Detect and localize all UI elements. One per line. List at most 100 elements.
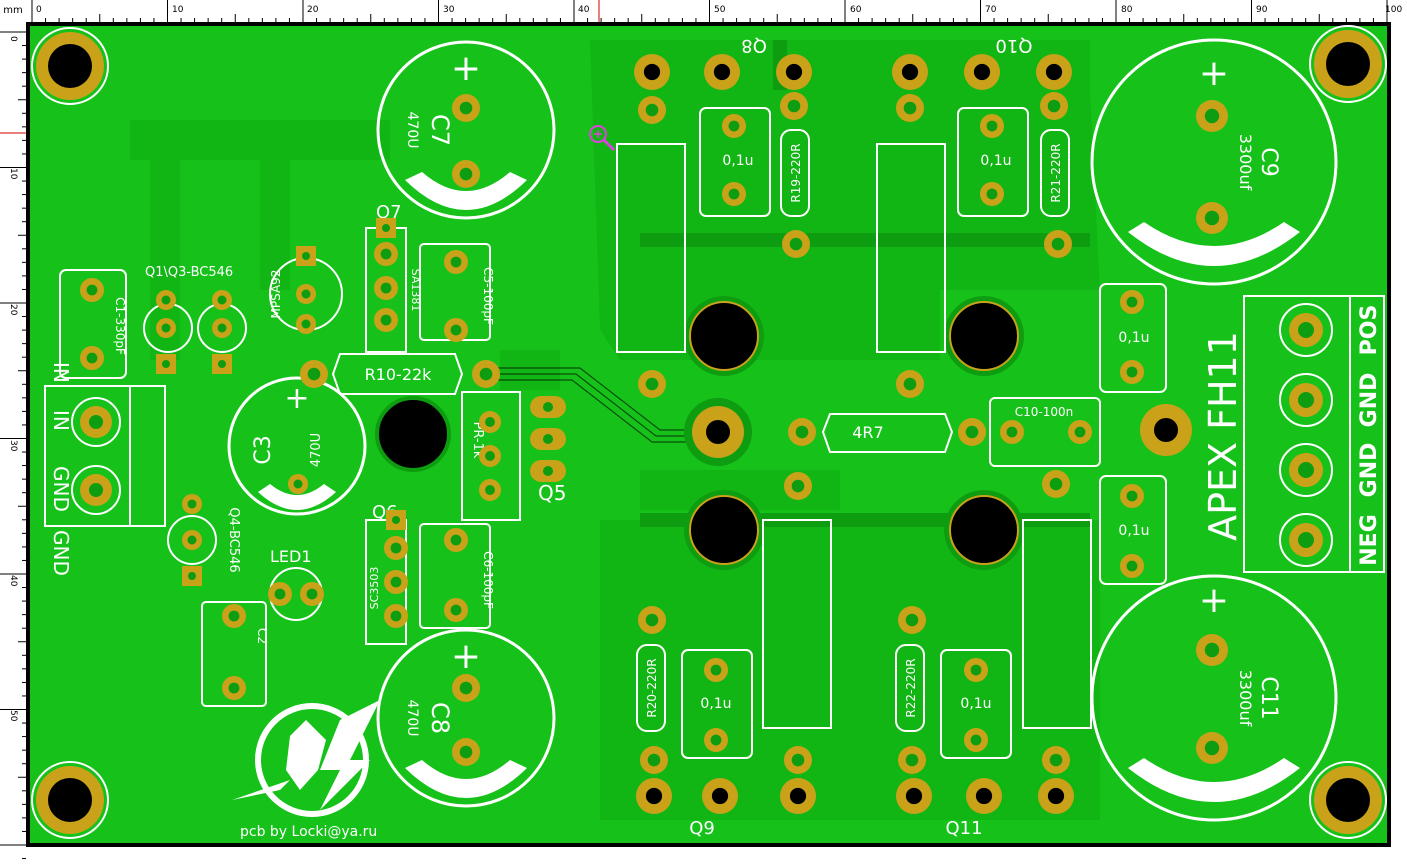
pad-hole xyxy=(711,787,729,805)
c7-plus: + xyxy=(451,48,481,89)
r10-label: R10-22k xyxy=(365,365,433,384)
mounting-holes xyxy=(31,25,1387,839)
pad-hole xyxy=(1204,108,1220,124)
ruler-label-0: 0 xyxy=(36,5,42,15)
pad-hole xyxy=(380,314,392,326)
pad-hole xyxy=(450,324,462,336)
c8-plus: + xyxy=(451,636,481,677)
pad-hole xyxy=(307,367,321,381)
ruler-label-30: 30 xyxy=(443,5,455,15)
pad-hole xyxy=(380,282,392,294)
component-pads[interactable] xyxy=(80,54,1228,814)
q4-label: Q4-BC546 xyxy=(226,507,241,572)
cap-label: 0,1u xyxy=(700,696,731,712)
capacitor-c7[interactable]: + C7 470U xyxy=(376,40,556,220)
pad-hole xyxy=(986,120,998,132)
fox-logo xyxy=(232,700,380,817)
pad-hole xyxy=(161,295,171,305)
pad-hole xyxy=(785,63,803,81)
pad-hole xyxy=(228,682,240,694)
pcb-board[interactable]: + C7 470U + C8 470U + C3 470U + C9 3300u… xyxy=(26,22,1407,863)
pad-hole xyxy=(450,604,462,616)
mount-hole-br xyxy=(1309,761,1387,839)
pad-hole xyxy=(459,167,473,181)
c3-plus: + xyxy=(284,381,309,416)
ruler-label-70: 70 xyxy=(985,5,997,15)
c11-value: 3300uf xyxy=(1236,670,1255,727)
pad-hole xyxy=(382,224,390,232)
cap-label: 0,1u xyxy=(722,153,753,169)
ruler-left-label-30: 30 xyxy=(8,440,18,452)
pad-hole xyxy=(1047,787,1065,805)
ruler-left-label-40: 40 xyxy=(8,575,18,587)
pad-hole xyxy=(392,516,400,524)
board-title: APEX FH11 xyxy=(1201,331,1245,541)
pad-hole xyxy=(1126,366,1138,378)
pad-hole xyxy=(647,753,661,767)
pad-hole xyxy=(459,101,473,115)
pad-hole xyxy=(274,588,286,600)
ruler-label-60: 60 xyxy=(850,5,862,15)
pad-hole xyxy=(901,63,919,81)
terminal-pads[interactable] xyxy=(71,303,1333,567)
pad-hole xyxy=(710,734,722,746)
pad-hole xyxy=(710,664,722,676)
pad-hole xyxy=(301,289,311,299)
q5-pads[interactable] xyxy=(530,396,566,482)
pad-hole xyxy=(791,753,805,767)
q7-part-label: SA1381 xyxy=(409,269,422,312)
c11-label: C11 xyxy=(1256,676,1281,719)
heatsink-holes xyxy=(375,296,1024,570)
left-ruler[interactable]: 0 10 20 30 40 50 xyxy=(0,22,27,863)
cap-label: 0,1u xyxy=(960,696,991,712)
pad-hole xyxy=(1049,753,1063,767)
resistors[interactable]: R19-220R R21-220R R20-220R R22-220R R10-… xyxy=(331,129,1070,732)
star-ground-pads[interactable] xyxy=(684,398,1192,466)
component-labels: Q7 Q6 Q5 Q8 Q10 Q9 Q11 Q1\Q3-BC546 Q4-BC… xyxy=(49,35,1382,840)
capacitor-c9[interactable]: + C9 3300uf xyxy=(1090,38,1338,286)
q6-part-label: SC3503 xyxy=(368,567,381,610)
pad-hole xyxy=(645,103,659,117)
in-label-2: IN xyxy=(49,410,73,431)
q5-label: Q5 xyxy=(538,481,566,505)
c3-label: C3 xyxy=(251,435,276,464)
pad-hole xyxy=(459,681,473,695)
pad-hole xyxy=(713,63,731,81)
pcb-canvas[interactable]: + C7 470U + C8 470U + C3 470U + C9 3300u… xyxy=(26,22,1407,868)
pad-hole xyxy=(1126,296,1138,308)
signal-traces xyxy=(485,367,700,443)
c8-value: 470U xyxy=(404,700,420,737)
pad-hole xyxy=(728,188,740,200)
magnifier-cursor-icon xyxy=(589,125,616,152)
ruler-label-50: 50 xyxy=(714,5,726,15)
pad-hole xyxy=(973,63,991,81)
board-outline xyxy=(26,22,1391,847)
pad-hole xyxy=(228,610,240,622)
pad-hole xyxy=(187,535,197,545)
r22-label: R22-220R xyxy=(904,658,918,717)
pad-hole xyxy=(485,417,495,427)
q9-label: Q9 xyxy=(689,818,715,839)
capacitor-c10[interactable]: C10-100n xyxy=(989,397,1101,467)
pad-hole xyxy=(789,787,807,805)
c6-label: C6-100pF xyxy=(481,551,495,609)
top-ruler[interactable]: 0 10 20 30 40 50 60 70 80 90 100 xyxy=(0,0,1407,23)
q10-label: Q10 xyxy=(995,35,1032,56)
pad-hole xyxy=(86,284,98,296)
c8-label: C8 xyxy=(426,702,454,734)
pad-hole xyxy=(645,787,663,805)
pad-hole xyxy=(970,734,982,746)
pad-hole xyxy=(1006,426,1018,438)
pos-label: POS xyxy=(1357,305,1382,356)
c1-label: C1-330pF xyxy=(113,297,127,355)
capacitor-c3[interactable]: + C3 470U xyxy=(227,376,367,516)
pad-hole xyxy=(986,188,998,200)
capacitor-c8[interactable]: + C8 470U xyxy=(376,628,556,808)
ruler-label-10: 10 xyxy=(172,5,184,15)
film-caps[interactable]: 0,1u 0,1u 0,1u 0,1u 0,1u 0,1u xyxy=(681,107,1167,759)
gnd-label-2: GND xyxy=(49,530,73,576)
pad-hole xyxy=(485,451,495,461)
pad-hole xyxy=(903,101,917,115)
pad-hole xyxy=(187,499,197,509)
mount-hole-tl xyxy=(31,27,109,105)
